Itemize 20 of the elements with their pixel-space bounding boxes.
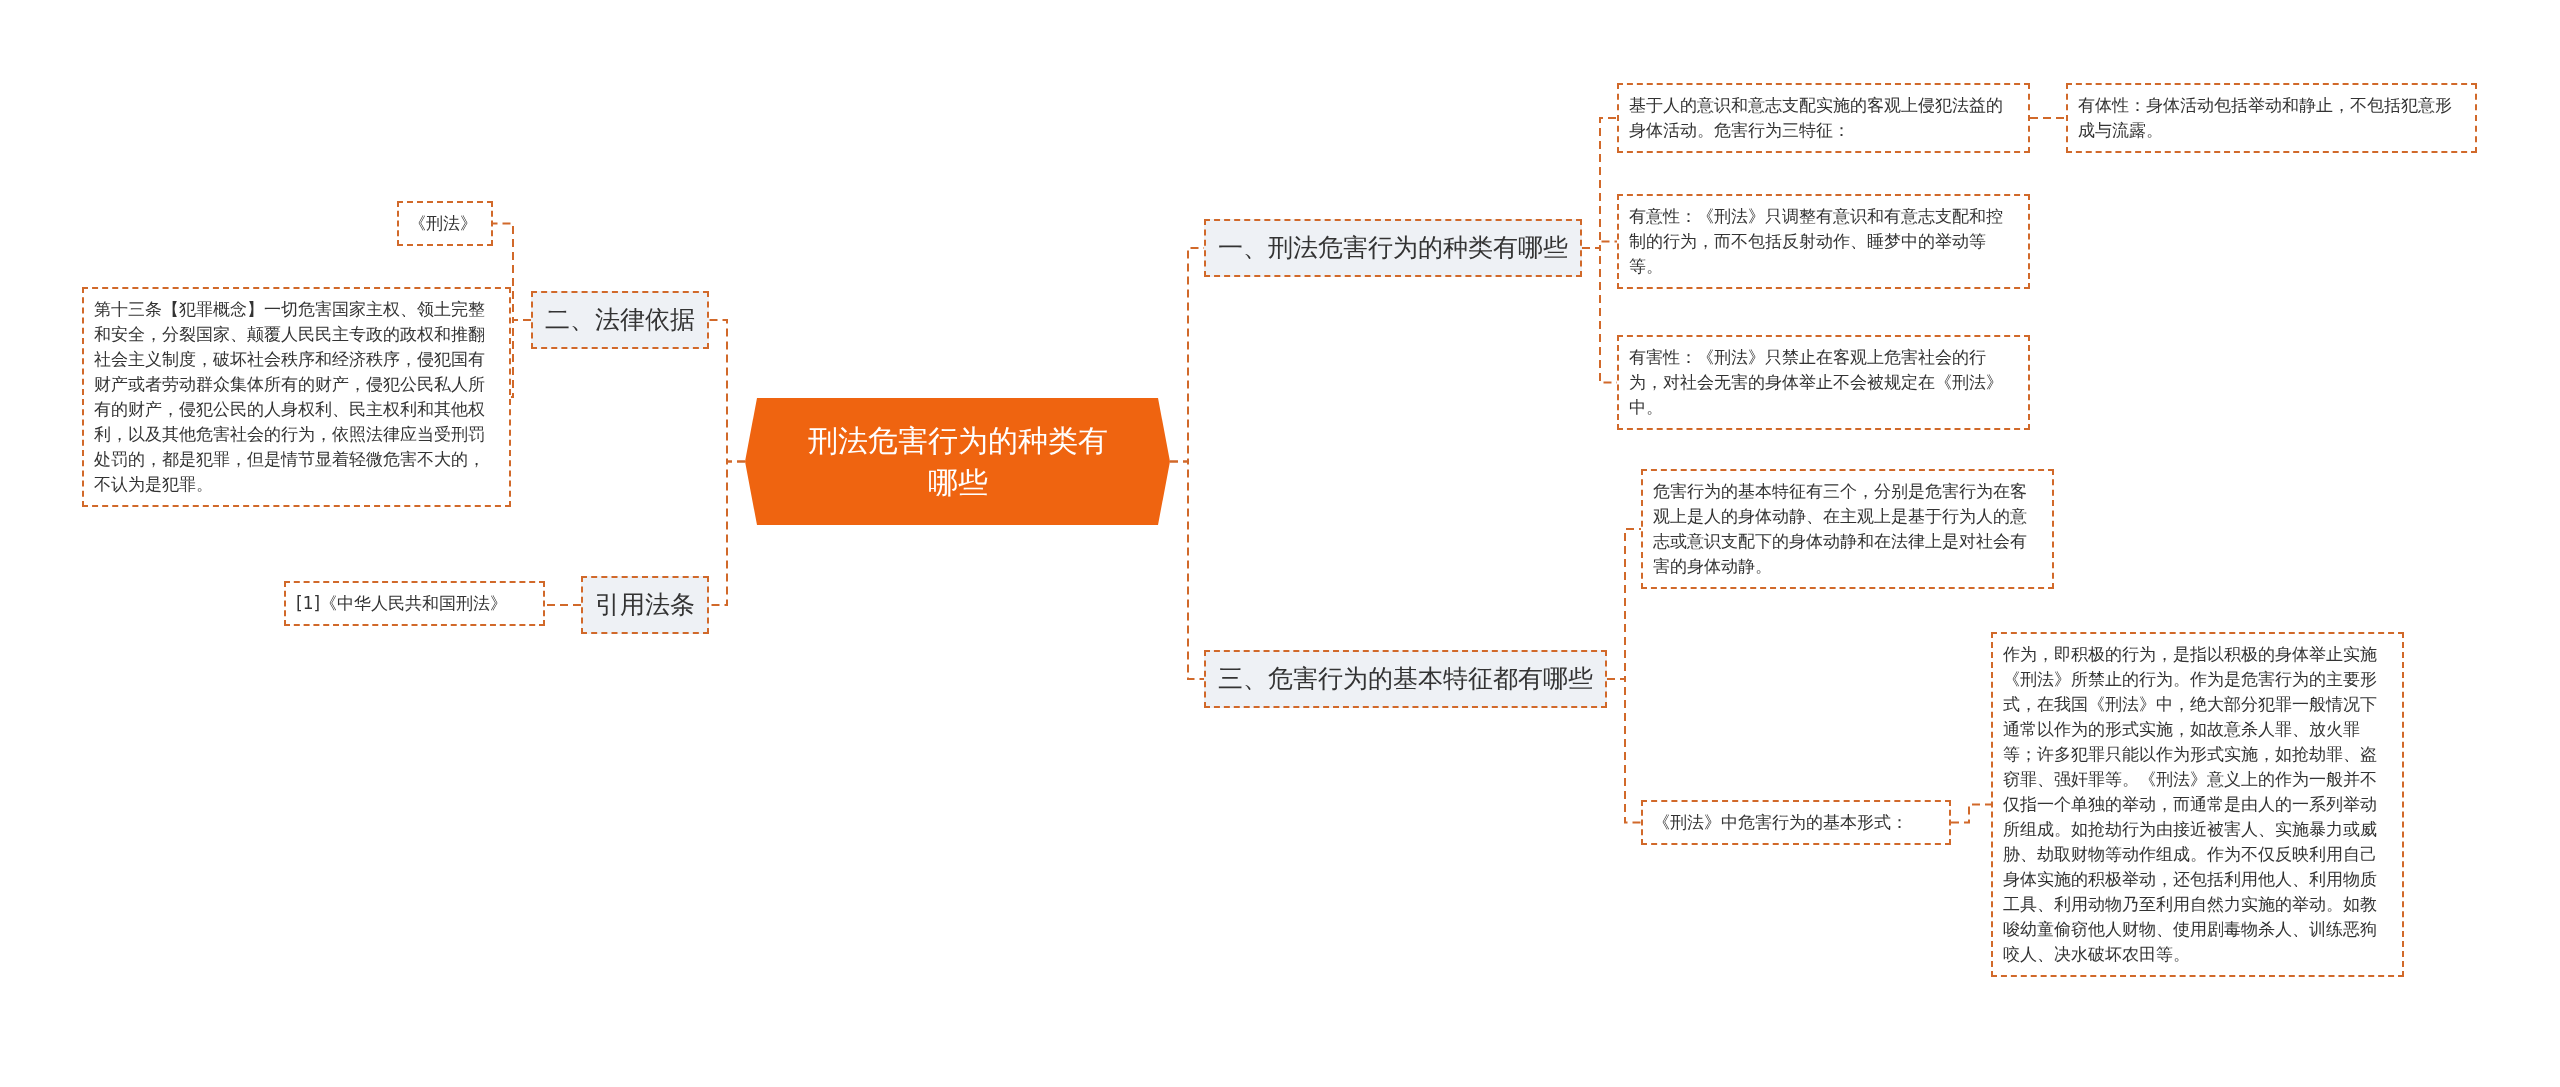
note-box: 《刑法》中危害行为的基本形式： — [1641, 800, 1951, 845]
note-box: 有害性：《刑法》只禁止在客观上危害社会的行为，对社会无害的身体举止不会被规定在《刑法》中。 — [1617, 335, 2030, 430]
note-box: 《刑法》 — [397, 201, 493, 246]
topic-box: 一、刑法危害行为的种类有哪些 — [1204, 219, 1582, 277]
topic-box: 二、法律依据 — [531, 291, 709, 349]
topic-box: 三、危害行为的基本特征都有哪些 — [1204, 650, 1607, 708]
note-box: 有意性：《刑法》只调整有意识和有意志支配和控制的行为，而不包括反射动作、睡梦中的举动等等。 — [1617, 194, 2030, 289]
connector-line — [2029, 117, 2067, 119]
note-box: 基于人的意识和意志支配实施的客观上侵犯法益的身体活动。危害行为三特征： — [1617, 83, 2030, 153]
connector-line — [1950, 803, 1992, 824]
central-topic: 刑法危害行为的种类有哪些 — [745, 398, 1170, 525]
note-box: 危害行为的基本特征有三个，分别是危害行为在客观上是人的身体动静、在主观上是基于行为人的意志或意识支配下的身体动静和在法律上是对社会有害的身体动静。 — [1641, 469, 2054, 589]
note-box: [1]《中华人民共和国刑法》 — [284, 581, 545, 626]
note-box: 作为，即积极的行为，是指以积极的身体举止实施《刑法》所禁止的行为。作为是危害行为的主要形式，在我国《刑法》中，绝大部分犯罪一般情况下通常以作为的形式实施，如故意杀人罪、放火罪等；许多犯罪只能以作为形式实施，如抢劫罪、盗窃罪、强奸罪等。《刑法》意义上的作为一般并不仅指一个单独的举动，而通常是由人的一系列举动所组成。如抢劫行为由接近被害人、实施暴力或威胁、劫取财物等动作组成。作为不仅反映利用自己身体实施的积极举动，还包括利用他人、利用物质工具、利用动物乃至利用自然力实施的举动。如教唆幼童偷窃他人财物、使用剧毒物杀人、训练恶狗咬人、决水破坏农田等。 — [1991, 632, 2404, 977]
connector-line — [544, 604, 582, 606]
topic-box: 引用法条 — [581, 576, 709, 634]
note-box: 第十三条【犯罪概念】一切危害国家主权、领土完整和安全，分裂国家、颠覆人民民主专政的政权和推翻社会主义制度，破坏社会秩序和经济秩序，侵犯国有财产或者劳动群众集体所有的财产，侵犯公民私人所有的财产，侵犯公民的人身权利、民主权利和其他权利，以及其他危害社会的行为，依照法律应当受刑罚处罚的，都是犯罪，但是情节显着轻微危害不大的，不认为是犯罪。 — [82, 287, 511, 507]
connector-line — [1606, 678, 1642, 824]
connector-line — [1169, 460, 1205, 680]
note-box: 有体性：身体活动包括举动和静止，不包括犯意形成与流露。 — [2066, 83, 2477, 153]
